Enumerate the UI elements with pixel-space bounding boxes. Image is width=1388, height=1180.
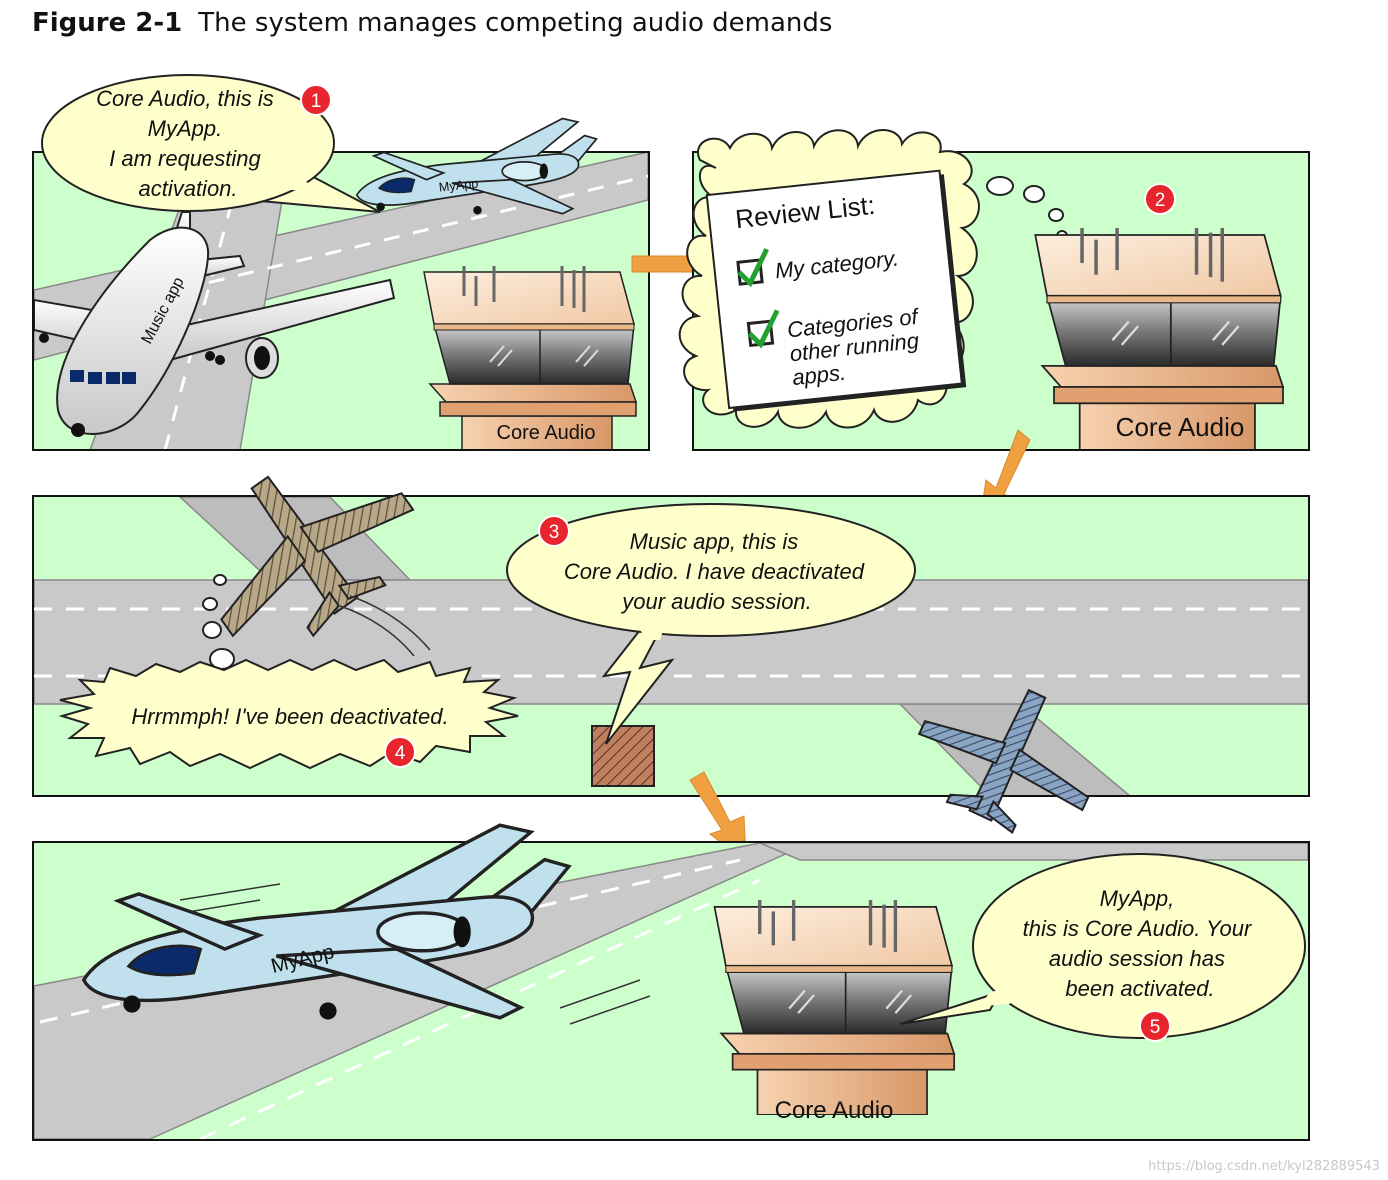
panel-1: Music app Core Audio MyApp Core Audio, t… <box>32 74 650 451</box>
panel-2: Review List: My category. Categories of … <box>678 129 1310 451</box>
step-badge-4: 4 <box>384 736 416 768</box>
tower-top-view <box>591 725 655 787</box>
speech-text-1: Core Audio, this is MyApp. I am requesti… <box>96 86 280 201</box>
panel-3: Hrrmmph! I've been deactivated. 4 Music … <box>32 475 1310 834</box>
svg-text:2: 2 <box>1155 190 1166 211</box>
speech-text-5: MyApp, this is Core Audio. Your audio se… <box>1023 886 1258 1001</box>
music-app-plane-departing <box>220 475 415 638</box>
music-app-plane: Music app <box>34 211 396 437</box>
tower-label: Core Audio <box>497 422 596 444</box>
figure-title: Figure 2-1 The system manages competing a… <box>32 8 832 38</box>
svg-text:4: 4 <box>395 743 406 764</box>
tower-label: Core Audio <box>775 1097 894 1124</box>
myapp-plane-label: MyApp <box>438 176 479 195</box>
myapp-plane-top-view <box>917 688 1090 834</box>
figure-caption: The system manages competing audio deman… <box>198 8 833 38</box>
thought-cloud: Review List: My category. Categories of … <box>678 129 980 429</box>
speech-text-3: Music app, this is Core Audio. I have de… <box>564 529 870 614</box>
watermark: https://blog.csdn.net/kyl282889543 <box>1148 1159 1380 1174</box>
checkmark-icon <box>737 248 769 288</box>
figure-number: Figure 2-1 <box>32 8 183 38</box>
speech-bubble-3: Music app, this is Core Audio. I have de… <box>506 503 916 745</box>
svg-text:5: 5 <box>1150 1017 1161 1038</box>
step-badge-3: 3 <box>538 515 570 547</box>
svg-text:3: 3 <box>549 522 560 543</box>
svg-text:1: 1 <box>311 91 322 112</box>
speech-bubble-5: MyApp, this is Core Audio. Your audio se… <box>899 853 1306 1039</box>
flow-arrow-3 <box>689 771 747 864</box>
checkmark-icon <box>747 309 780 349</box>
exclaim-text: Hrrmmph! I've been deactivated. <box>131 704 448 729</box>
myapp-plane-small: MyApp <box>355 117 598 216</box>
step-badge-1: 1 <box>300 84 332 116</box>
step-badge-5: 5 <box>1139 1010 1171 1042</box>
tower-label: Core Audio <box>1116 412 1245 442</box>
step-badge-2: 2 <box>1144 183 1176 215</box>
speech-bubble-1: Core Audio, this is MyApp. I am requesti… <box>41 74 381 213</box>
panel-4: Core Audio MyApp MyApp, this is Core Aud… <box>32 823 1310 1141</box>
myapp-plane-large: MyApp <box>82 823 571 1022</box>
